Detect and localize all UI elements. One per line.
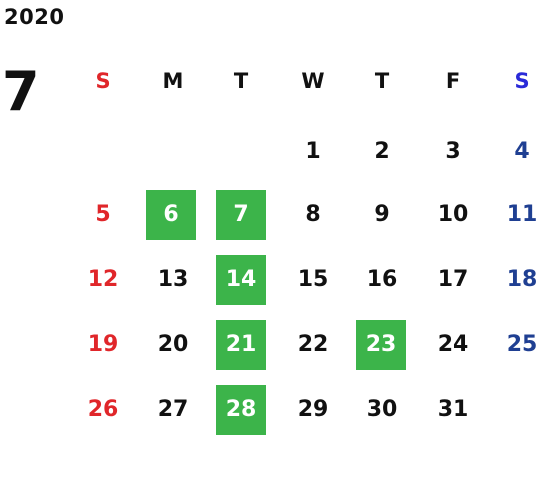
day-cell[interactable]: 8 <box>305 202 321 227</box>
day-cell[interactable]: 2 <box>374 139 390 164</box>
weekday-friday: F <box>445 68 461 93</box>
day-cell-saturday[interactable]: 4 <box>514 139 530 164</box>
day-cell-saturday[interactable]: 25 <box>506 332 538 357</box>
day-cell[interactable]: 20 <box>157 332 189 357</box>
day-cell[interactable]: 29 <box>297 397 329 422</box>
day-cell[interactable]: 1 <box>305 139 321 164</box>
day-cell[interactable]: 10 <box>437 202 469 227</box>
day-cell-sunday[interactable]: 19 <box>87 332 119 357</box>
day-cell-saturday[interactable]: 11 <box>506 202 538 227</box>
day-cell[interactable]: 27 <box>157 397 189 422</box>
day-cell-highlighted[interactable]: 21 <box>216 320 266 370</box>
day-cell[interactable]: 24 <box>437 332 469 357</box>
day-cell[interactable]: 30 <box>366 397 398 422</box>
calendar-year: 2020 <box>4 5 65 29</box>
day-cell[interactable]: 9 <box>374 202 390 227</box>
day-cell-highlighted[interactable]: 28 <box>216 385 266 435</box>
calendar-month: 7 <box>2 60 40 123</box>
weekday-monday: M <box>162 68 184 93</box>
weekday-saturday: S <box>514 68 530 93</box>
weekday-sunday: S <box>95 68 111 93</box>
day-cell[interactable]: 22 <box>297 332 329 357</box>
weekday-wednesday: W <box>301 68 325 93</box>
day-cell-highlighted[interactable]: 6 <box>146 190 196 240</box>
day-cell-highlighted[interactable]: 7 <box>216 190 266 240</box>
day-cell[interactable]: 13 <box>157 267 189 292</box>
day-cell[interactable]: 31 <box>437 397 469 422</box>
weekday-tuesday: T <box>233 68 249 93</box>
day-cell[interactable]: 16 <box>366 267 398 292</box>
day-cell-highlighted[interactable]: 14 <box>216 255 266 305</box>
day-cell-sunday[interactable]: 26 <box>87 397 119 422</box>
day-cell[interactable]: 15 <box>297 267 329 292</box>
day-cell-sunday[interactable]: 12 <box>87 267 119 292</box>
day-cell-saturday[interactable]: 18 <box>506 267 538 292</box>
day-cell-highlighted[interactable]: 23 <box>356 320 406 370</box>
weekday-thursday: T <box>374 68 390 93</box>
day-cell[interactable]: 17 <box>437 267 469 292</box>
day-cell-sunday[interactable]: 5 <box>95 202 111 227</box>
day-cell[interactable]: 3 <box>445 139 461 164</box>
